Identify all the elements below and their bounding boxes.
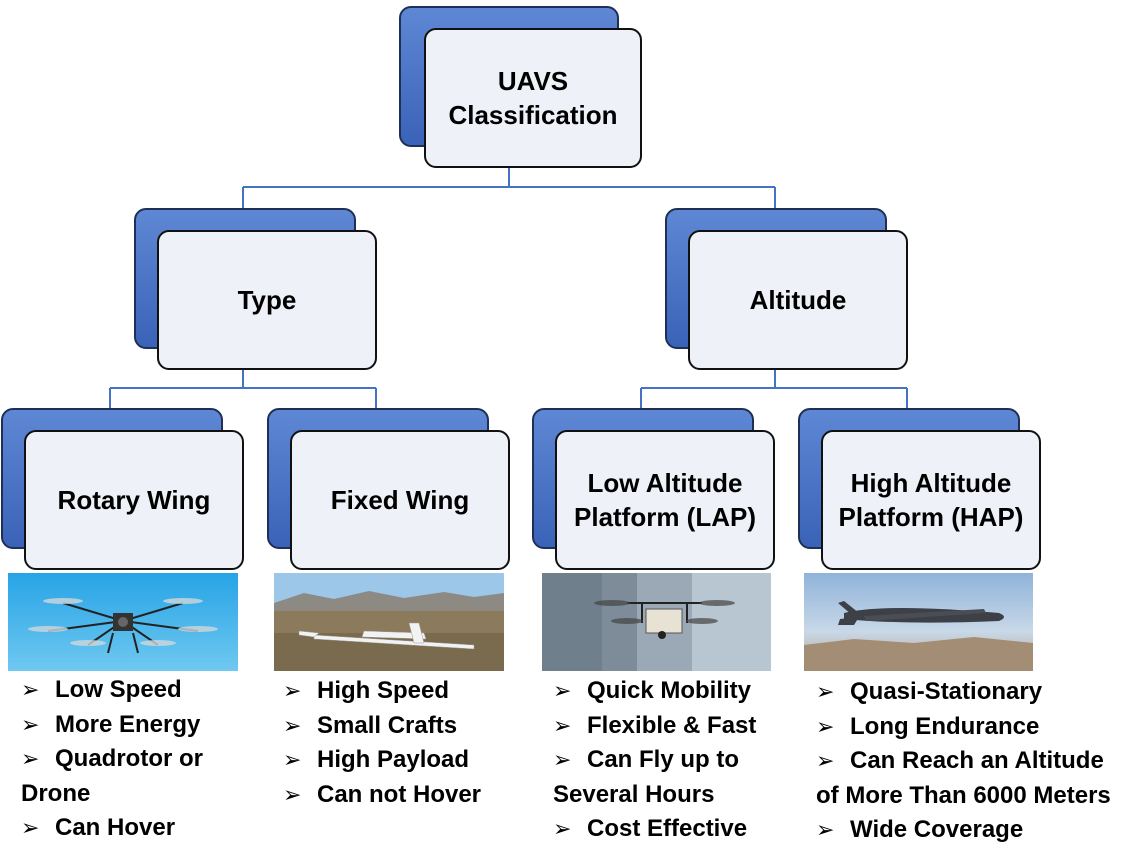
hexacopter-drone-photo [8,573,238,671]
bullet-continuation: Drone [21,779,91,807]
bullet-item: ➢Can not Hover [283,778,481,813]
bullet-item: ➢High Speed [283,674,481,709]
bullet-arrow-icon: ➢ [21,677,40,702]
bullet-arrow-icon: ➢ [553,747,572,772]
bullet-arrow-icon: ➢ [816,817,835,842]
bullet-arrow-icon: ➢ [21,711,40,737]
root-label: UAVS Classification [424,28,642,168]
bullet-arrow-icon: ➢ [816,679,835,704]
bullet-arrow-icon: ➢ [553,678,572,703]
bullet-item: ➢Flexible & Fast [553,709,756,744]
bullet-arrow-icon: ➢ [21,746,40,771]
bullet-item: ➢Low Speed [21,673,203,708]
bullet-arrow-icon: ➢ [283,781,302,807]
type-label: Type [157,230,377,370]
bullet-item: ➢Cost Effective [553,812,756,847]
bullet-arrow-icon: ➢ [553,816,572,841]
quadcopter-lap-photo [542,573,771,671]
fixed-wing-bullets: ➢High Speed ➢Small Crafts ➢High Payload … [283,674,481,812]
bullet-arrow-icon: ➢ [283,747,302,772]
bullet-continuation: of More Than 6000 Meters [816,781,1111,809]
bullet-continuation: Several Hours [553,780,715,808]
hap-bullets: ➢Quasi-Stationary ➢Long Endurance ➢Can R… [816,675,1111,848]
bullet-item: ➢Small Crafts [283,709,481,744]
connector-altitude [640,370,908,408]
lap-label: Low Altitude Platform (LAP) [555,430,775,570]
bullet-item: ➢Wide Coverage [816,813,1111,848]
bullet-arrow-icon: ➢ [816,713,835,739]
bullet-arrow-icon: ➢ [283,678,302,703]
hap-label: High Altitude Platform (HAP) [821,430,1041,570]
connector-root [242,167,776,208]
bullet-item: ➢High Payload [283,743,481,778]
bullet-item: ➢Can Hover [21,811,203,846]
fixed-wing-label: Fixed Wing [290,430,510,570]
bullet-arrow-icon: ➢ [816,748,835,773]
altitude-label: Altitude [688,230,908,370]
bullet-item: ➢Long Endurance [816,710,1111,745]
bullet-item: ➢Quadrotor or [21,742,203,777]
bullet-arrow-icon: ➢ [283,712,302,738]
bullet-arrow-icon: ➢ [553,712,572,738]
lap-bullets: ➢Quick Mobility ➢Flexible & Fast ➢Can Fl… [553,674,756,847]
bullet-item: ➢Quick Mobility [553,674,756,709]
rotary-wing-bullets: ➢Low Speed ➢More Energy ➢Quadrotor or Dr… [21,673,203,846]
bullet-item: ➢Can Reach an Altitude [816,744,1111,779]
bullet-item: ➢More Energy [21,708,203,743]
fixed-wing-uav-photo [274,573,504,671]
global-hawk-hap-photo [804,573,1033,671]
bullet-item: ➢Can Fly up to [553,743,756,778]
bullet-arrow-icon: ➢ [21,815,40,840]
bullet-item: ➢Quasi-Stationary [816,675,1111,710]
rotary-wing-label: Rotary Wing [24,430,244,570]
connector-type [109,370,377,408]
